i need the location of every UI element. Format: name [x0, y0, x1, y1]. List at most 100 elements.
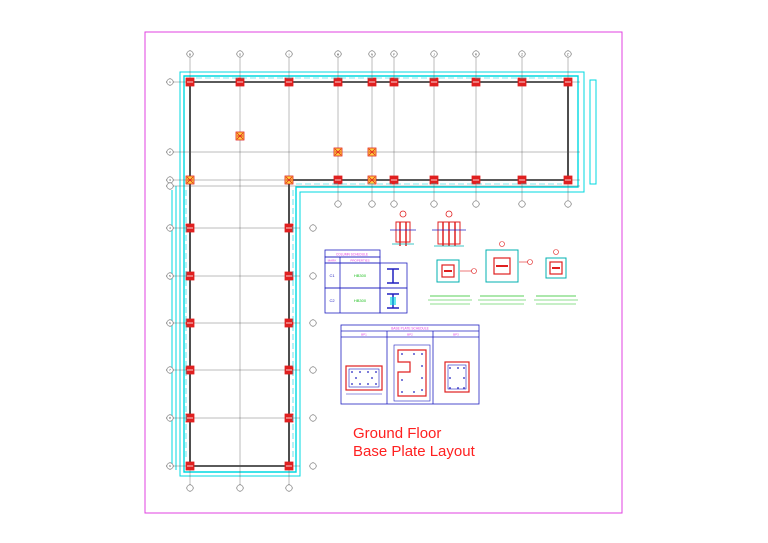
grid-label-top: J	[433, 52, 435, 56]
anchor-bolt	[463, 387, 465, 389]
column-marker	[185, 365, 195, 375]
anchor-bolt	[351, 371, 353, 373]
grid-bubble-top	[368, 50, 376, 58]
column-schedule-row2-mark: C2	[329, 298, 335, 303]
grid-bubble-mid	[390, 200, 398, 208]
column-schedule-row2-prop: HB300	[354, 298, 367, 303]
grid-bubble-right	[309, 272, 317, 280]
anchor-bolt	[355, 377, 357, 379]
grid-bubble-top	[186, 50, 194, 58]
column-marker	[185, 413, 195, 423]
column-marker	[471, 175, 481, 185]
grid-label-top: Z'	[567, 52, 570, 56]
drawing-title-line1: Ground Floor	[353, 425, 441, 442]
grid-bubble-mid	[368, 200, 376, 208]
anchor-bolt	[359, 383, 361, 385]
anchor-bolt	[351, 383, 353, 385]
grid-bubble-right	[309, 319, 317, 327]
anchor-bolt	[463, 367, 465, 369]
grid-bubble-top	[236, 50, 244, 58]
grid-bubble-mid	[334, 200, 342, 208]
column-marker	[563, 175, 573, 185]
base-plate-bp1-drawing	[345, 365, 383, 395]
grid-label-top: F	[393, 52, 395, 56]
column-marker	[333, 77, 343, 87]
grid-bubble-top	[334, 50, 342, 58]
grid-label-top: M	[337, 52, 340, 56]
grid-label-top: G	[239, 52, 242, 56]
grid-bubble-top	[472, 50, 480, 58]
grid-bubble-top	[390, 50, 398, 58]
column-schedule-header-properties: PROPERTIES	[350, 259, 369, 263]
grid-bubble-top	[285, 50, 293, 58]
grid-label-left: 3	[169, 178, 171, 182]
grid-label-top: R	[475, 52, 478, 56]
grid-bubble-bottom	[186, 484, 194, 492]
column-marker	[284, 175, 294, 185]
grid-label-left: 7	[169, 368, 171, 372]
base-plate-col-bp1: BP1	[361, 333, 367, 337]
grid-bubble-mid	[472, 200, 480, 208]
anchor-bolt	[401, 391, 403, 393]
anchor-bolt	[449, 387, 451, 389]
connection-details	[390, 210, 578, 305]
grid-bubble-left	[166, 366, 174, 374]
anchor-bolt	[421, 353, 423, 355]
grid-bubble-right	[309, 366, 317, 374]
grid-label-top: B	[189, 52, 191, 56]
grid-bubble-left	[166, 319, 174, 327]
grid-label-left: 4	[169, 226, 171, 230]
grid-bubble-bottom	[285, 484, 293, 492]
column-marker	[284, 318, 294, 328]
grid-bubble-left	[166, 462, 174, 470]
anchor-bolt	[401, 379, 403, 381]
column-marker	[284, 461, 294, 471]
column-schedule-row1-prop: HB300	[354, 273, 367, 278]
h-beam-icon	[387, 268, 399, 284]
grid-bubble-top	[564, 50, 572, 58]
anchor-bolt	[421, 389, 423, 391]
wall-outline-outer-2	[179, 71, 585, 477]
base-plate-schedule-title: BASE PLATE SCHEDULE	[391, 327, 429, 331]
anchor-bolt	[457, 387, 459, 389]
grid-bubble-mid	[518, 200, 526, 208]
base-plate-bp3-drawing	[444, 361, 470, 393]
grid-label-left: 8	[169, 416, 171, 420]
column-marker	[284, 223, 294, 233]
anchor-bolt	[401, 353, 403, 355]
column-marker	[367, 175, 377, 185]
column-marker	[563, 77, 573, 87]
grid-bubble-bottom	[236, 484, 244, 492]
anchor-bolt	[413, 353, 415, 355]
base-plate-bp2-drawing	[393, 344, 431, 402]
grid-bubble-left	[166, 182, 174, 190]
grid-bubble-left	[166, 272, 174, 280]
wall-outline-outer	[183, 75, 579, 473]
column-marker	[185, 77, 195, 87]
grid-label-left: 6	[169, 321, 171, 325]
plan-detail-2	[478, 241, 533, 305]
column-schedule-header-mark: MARK	[328, 259, 337, 263]
anchor-bolt	[449, 367, 451, 369]
column-marker	[429, 175, 439, 185]
anchor-bolt	[463, 377, 465, 379]
column-marker	[235, 131, 245, 141]
anchor-bolt	[421, 377, 423, 379]
anchor-bolt	[413, 391, 415, 393]
building-outline	[189, 81, 569, 467]
column-marker	[367, 77, 377, 87]
drawing-title-line2: Base Plate Layout	[353, 443, 476, 460]
anchor-bolt	[367, 383, 369, 385]
elevation-detail-1	[390, 210, 416, 246]
base-plate-schedule-table: BASE PLATE SCHEDULE BP1 BP2 BP3	[340, 324, 480, 405]
anchor-bolt	[449, 377, 451, 379]
grid-label-left: 1	[169, 80, 171, 84]
anchor-bolt	[359, 371, 361, 373]
column-marker	[235, 77, 245, 87]
anchor-bolt	[457, 367, 459, 369]
column-marker	[429, 77, 439, 87]
column-marker	[185, 461, 195, 471]
grid-label-left: 5	[169, 274, 171, 278]
